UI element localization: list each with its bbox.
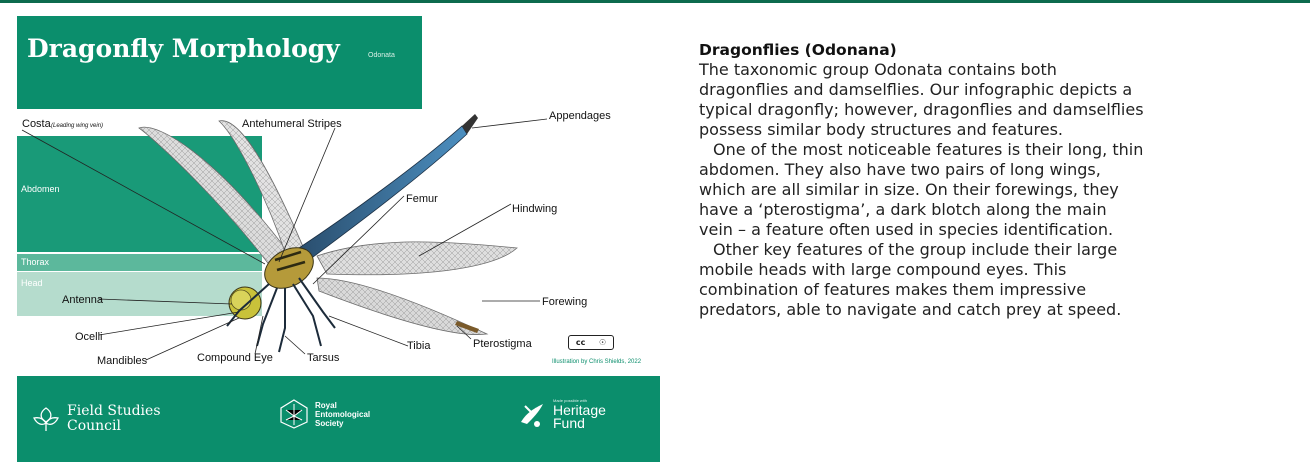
res-line-3: Society: [315, 419, 370, 428]
label-appendages: Appendages: [549, 110, 611, 122]
paragraph-2: One of the most noticeable features is t…: [699, 140, 1299, 240]
insect-emblem-icon: [279, 398, 309, 430]
label-forewing: Forewing: [542, 296, 587, 308]
label-costa-note: (Leading wing vein): [51, 123, 103, 129]
paragraph-3: Other key features of the group include …: [699, 240, 1299, 320]
paragraph-1-line: possess similar body structures and feat…: [699, 120, 1299, 140]
label-hindwing: Hindwing: [512, 203, 557, 215]
fsc-line-1: Field Studies: [67, 404, 161, 419]
paragraph-3-line: mobile heads with large compound eyes. T…: [699, 260, 1299, 280]
article: Dragonflies (Odonana) The taxonomic grou…: [699, 40, 1299, 320]
hf-tagline: Made possible with: [553, 398, 606, 404]
paragraph-1-line: The taxonomic group Odonata contains bot…: [699, 60, 1299, 80]
article-heading: Dragonflies (Odonana): [699, 40, 1299, 60]
cc-license-badge: cc ☉: [568, 335, 614, 350]
cc-icon: cc: [576, 338, 585, 347]
royal-entomological-society-logo: Royal Entomological Society: [279, 398, 370, 430]
label-antehumeral-stripes: Antehumeral Stripes: [242, 118, 342, 130]
hf-line-2: Fund: [553, 417, 606, 430]
paragraph-2-line: have a ‘pterostigma’, a dark blotch alon…: [699, 200, 1299, 220]
paragraph-3-line: predators, able to navigate and catch pr…: [699, 300, 1299, 320]
attribution-icon: ☉: [599, 338, 606, 347]
abdomen-shape: [299, 126, 467, 260]
label-tibia: Tibia: [407, 340, 431, 352]
heritage-fund-logo: Made possible with Heritage Fund: [517, 398, 606, 430]
paragraph-2-line: which are all similar in size. On their …: [699, 180, 1299, 200]
label-costa: Costa: [22, 118, 52, 130]
paragraph-1-line: dragonflies and damselflies. Our infogra…: [699, 80, 1299, 100]
fsc-line-2: Council: [67, 419, 161, 434]
heritage-fund-icon: [517, 398, 547, 430]
paragraph-2-line: One of the most noticeable features is t…: [699, 140, 1299, 160]
illustration-credit: Illustration by Chris Shields, 2022: [552, 359, 641, 365]
label-femur: Femur: [406, 193, 438, 205]
compound-eye-shape: [231, 290, 251, 310]
paragraph-1: The taxonomic group Odonata contains bot…: [699, 60, 1299, 140]
label-antenna: Antenna: [62, 294, 104, 306]
infographic-panel: Dragonfly Morphology Odonata Abdomen Tho…: [17, 16, 660, 462]
res-line-2: Entomological: [315, 410, 370, 419]
label-tarsus: Tarsus: [307, 352, 340, 364]
paragraph-3-line: combination of features makes them impre…: [699, 280, 1299, 300]
label-compound-eye: Compound Eye: [197, 352, 273, 364]
leaf-icon: [31, 406, 61, 432]
label-ocelli: Ocelli: [75, 331, 103, 343]
paragraph-1-line: typical dragonfly; however, dragonflies …: [699, 100, 1299, 120]
paragraph-2-line: abdomen. They also have two pairs of lon…: [699, 160, 1299, 180]
label-pterostigma: Pterostigma: [473, 338, 533, 350]
res-line-1: Royal: [315, 401, 370, 410]
top-rule: [0, 0, 1310, 3]
field-studies-council-logo: Field Studies Council: [31, 404, 161, 434]
label-mandibles: Mandibles: [97, 355, 148, 367]
paragraph-3-line: Other key features of the group include …: [699, 240, 1299, 260]
paragraph-2-line: vein – a feature often used in species i…: [699, 220, 1299, 240]
